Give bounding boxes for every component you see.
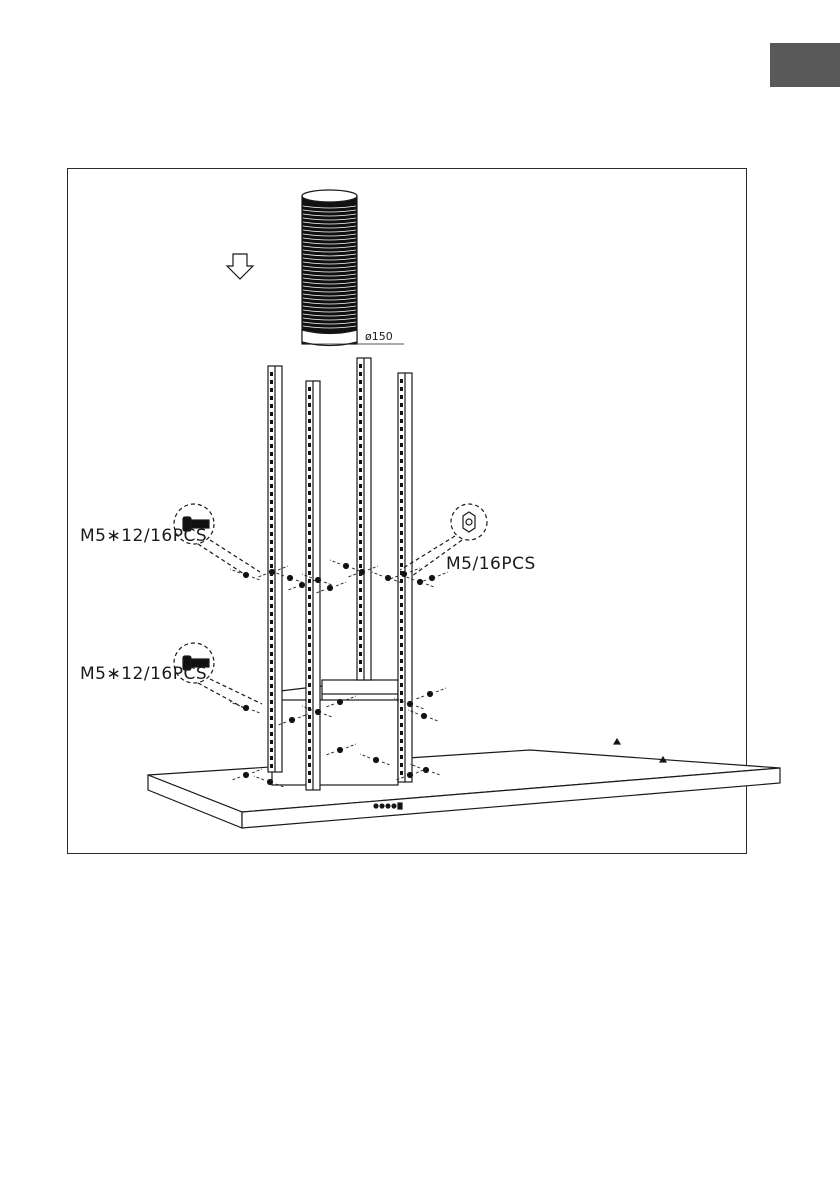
motor-housing: [272, 680, 398, 785]
post-front-right: [398, 373, 412, 782]
post-front-left: [306, 381, 320, 790]
fastener: [416, 688, 446, 699]
duct-diameter-label: ø150: [365, 330, 393, 343]
screw-label-top: M5∗12/16PCS: [80, 526, 207, 546]
fastener: [230, 569, 260, 580]
hex-nut-icon: [463, 512, 475, 532]
hood-canopy: [148, 739, 780, 828]
screw-label-bottom: M5∗12/16PCS: [80, 664, 207, 684]
down-arrow-icon: [227, 254, 253, 279]
post-back-right: [357, 358, 371, 680]
nut-label: M5/16PCS: [446, 554, 536, 574]
fastener: [230, 702, 260, 713]
flexible-duct: [302, 190, 404, 346]
fastener: [330, 560, 360, 571]
